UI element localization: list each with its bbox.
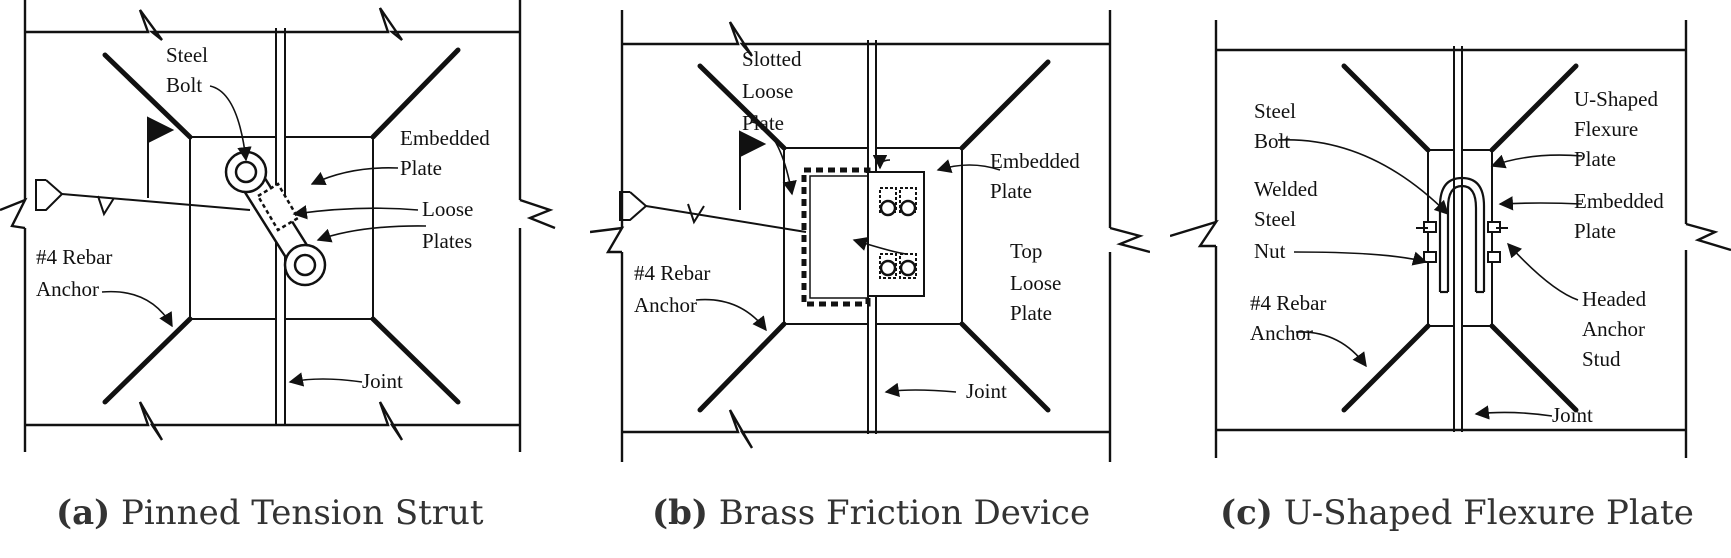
caption-a-tag: (a) (56, 493, 111, 533)
caption-b-tag: (b) (652, 493, 708, 533)
panel-c-joint (1453, 46, 1463, 432)
a-embedded-plate-label: Embedded Plate (400, 126, 495, 180)
b-embedded-plate-label: Embedded Plate (990, 149, 1085, 203)
caption-b: (b) Brass Friction Device (652, 493, 1090, 533)
panel-a-rebar-anchors (102, 47, 461, 405)
b-top-loose-plate-label: Top Loose Plate (1010, 239, 1067, 325)
c-embedded-plate-label: Embedded Plate (1574, 189, 1669, 243)
c-rebar-anchor-label: #4 Rebar Anchor (1250, 291, 1332, 345)
a-loose-plates-label: Loose Plates (422, 197, 479, 253)
panel-c-drawing: Steel Bolt Welded Steel Nut U-Shaped Fle… (1170, 20, 1731, 458)
panel-a-drawing: Steel Bolt Embedded Plate Loose Plates #… (0, 0, 556, 452)
a-joint-label: Joint (362, 369, 403, 393)
panel-b-frame (590, 10, 1150, 462)
a-bolt-label: Steel Bolt (166, 43, 213, 97)
caption-c-tag: (c) (1220, 493, 1273, 533)
b-slotted-loose-plate-label: Slotted Loose Plate (742, 47, 807, 135)
a-rebar-anchor-label: #4 Rebar Anchor (36, 245, 118, 301)
panel-a-strut (224, 150, 327, 287)
c-welded-nut-label: Welded Steel Nut (1254, 177, 1323, 263)
panel-b-drawing: Slotted Loose Plate Embedded Plate Top L… (590, 10, 1150, 462)
panel-b-weld-symbol (619, 130, 807, 233)
panel-b-leaders (695, 121, 1001, 397)
panel-b-slotted-plate (801, 167, 871, 307)
c-headed-anchor-stud-label: Headed Anchor Stud (1582, 287, 1651, 371)
c-joint-label: Joint (1552, 403, 1593, 427)
caption-a: (a) Pinned Tension Strut (56, 493, 484, 533)
panel-b-top-plate (867, 171, 925, 297)
panel-c-rebar-anchors (1341, 63, 1579, 413)
b-joint-label: Joint (966, 379, 1007, 403)
c-steel-bolt-label: Steel Bolt (1254, 99, 1301, 153)
caption-b-text: Brass Friction Device (718, 493, 1091, 533)
panel-a-leaders (101, 85, 427, 387)
caption-c: (c) U-Shaped Flexure Plate (1220, 493, 1694, 533)
panel-c-leaders (1277, 139, 1583, 420)
c-u-flexure-plate-label: U-Shaped Flexure Plate (1574, 87, 1663, 171)
panel-a-weld-symbol (35, 116, 251, 217)
caption-a-text: Pinned Tension Strut (121, 493, 484, 533)
panel-c-embedded-plates (1427, 149, 1493, 327)
panel-c-frame (1170, 20, 1731, 458)
caption-c-text: U-Shaped Flexure Plate (1283, 493, 1694, 533)
panel-a-frame (0, 0, 556, 452)
b-rebar-anchor-label: #4 Rebar Anchor (634, 261, 716, 317)
